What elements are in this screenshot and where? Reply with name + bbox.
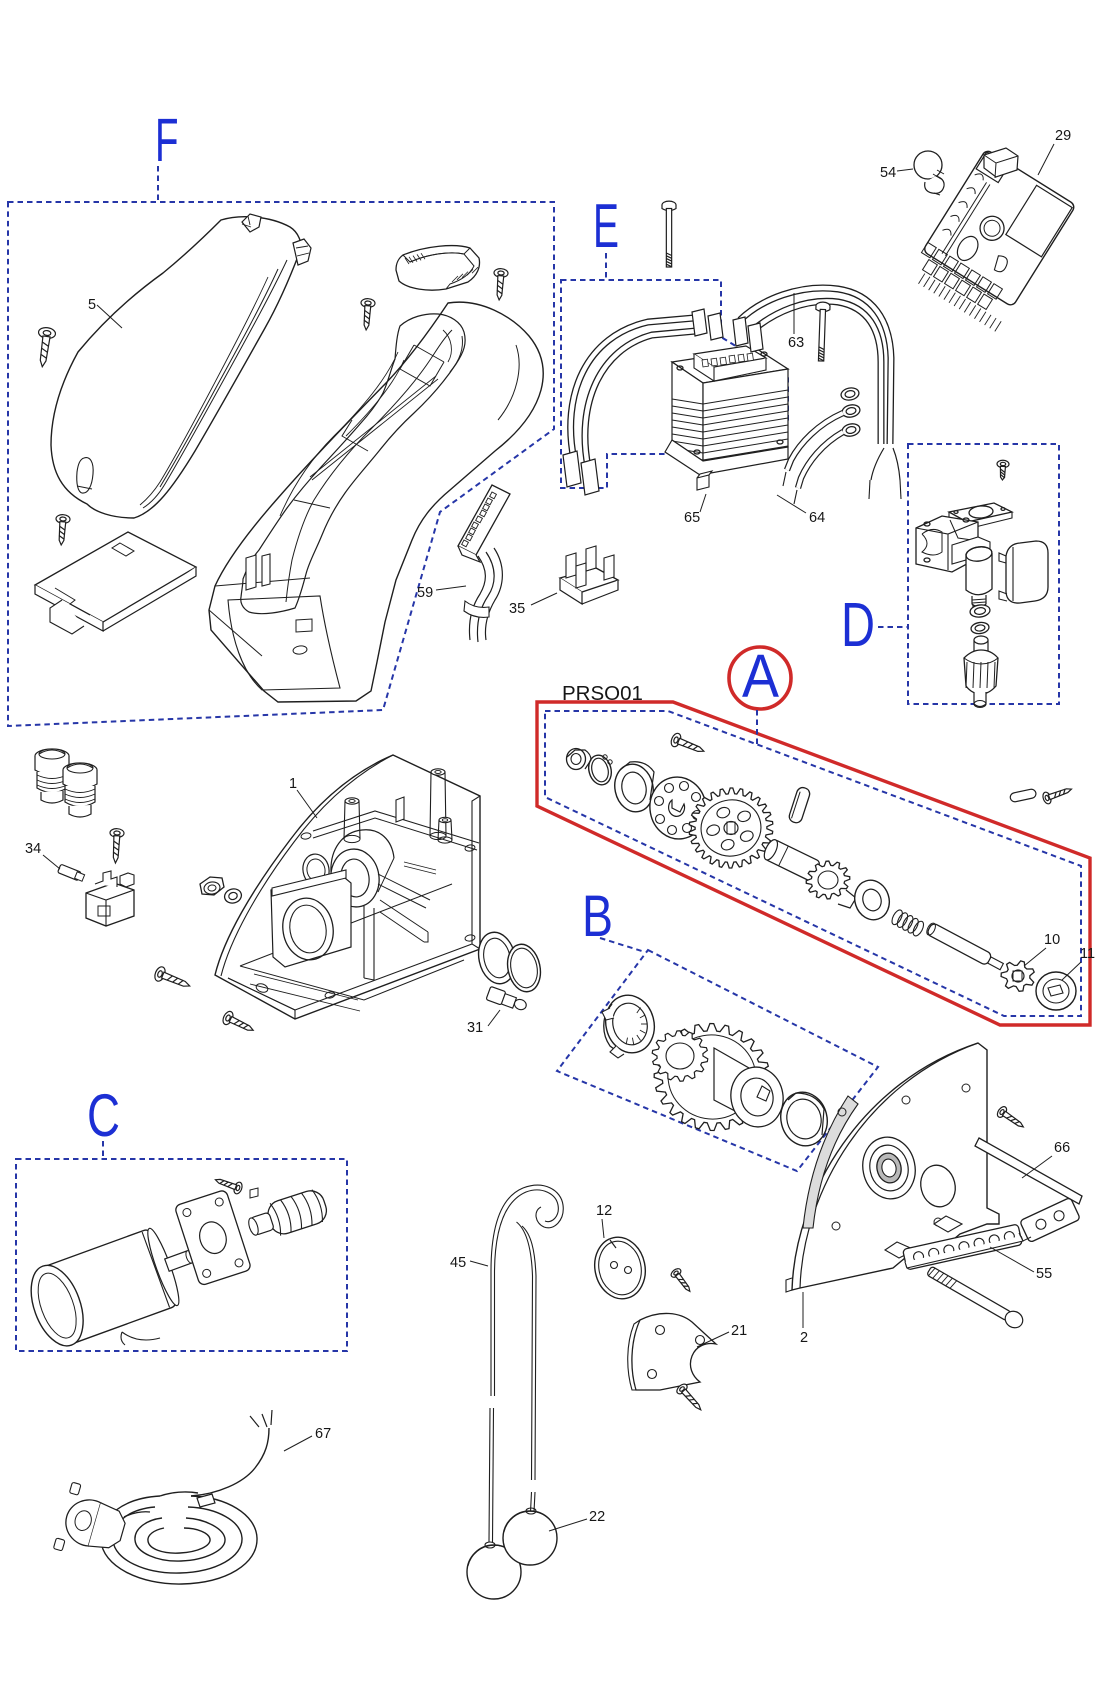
svg-text:59: 59 (417, 585, 433, 601)
svg-text:B: B (582, 884, 613, 949)
svg-text:54: 54 (880, 165, 896, 181)
svg-text:66: 66 (1054, 1140, 1070, 1156)
svg-text:11: 11 (1080, 946, 1095, 962)
svg-text:2: 2 (800, 1330, 808, 1346)
svg-text:29: 29 (1055, 128, 1071, 144)
svg-text:21: 21 (731, 1323, 747, 1339)
svg-text:63: 63 (788, 335, 804, 351)
svg-text:31: 31 (467, 1020, 483, 1036)
svg-text:10: 10 (1044, 932, 1060, 948)
svg-text:F: F (155, 106, 179, 175)
svg-text:34: 34 (25, 841, 41, 857)
svg-text:12: 12 (596, 1203, 612, 1219)
svg-text:E: E (593, 192, 619, 261)
svg-text:22: 22 (589, 1509, 605, 1525)
svg-text:65: 65 (684, 510, 700, 526)
svg-text:45: 45 (450, 1255, 466, 1271)
svg-text:55: 55 (1036, 1266, 1052, 1282)
svg-text:5: 5 (88, 297, 96, 313)
svg-text:D: D (841, 591, 875, 660)
svg-text:PRSO01: PRSO01 (562, 682, 643, 705)
svg-text:67: 67 (315, 1426, 331, 1442)
svg-text:1: 1 (289, 776, 297, 792)
svg-text:A: A (742, 642, 779, 710)
svg-text:35: 35 (509, 601, 525, 617)
svg-text:C: C (87, 1082, 120, 1149)
svg-text:64: 64 (809, 510, 825, 526)
